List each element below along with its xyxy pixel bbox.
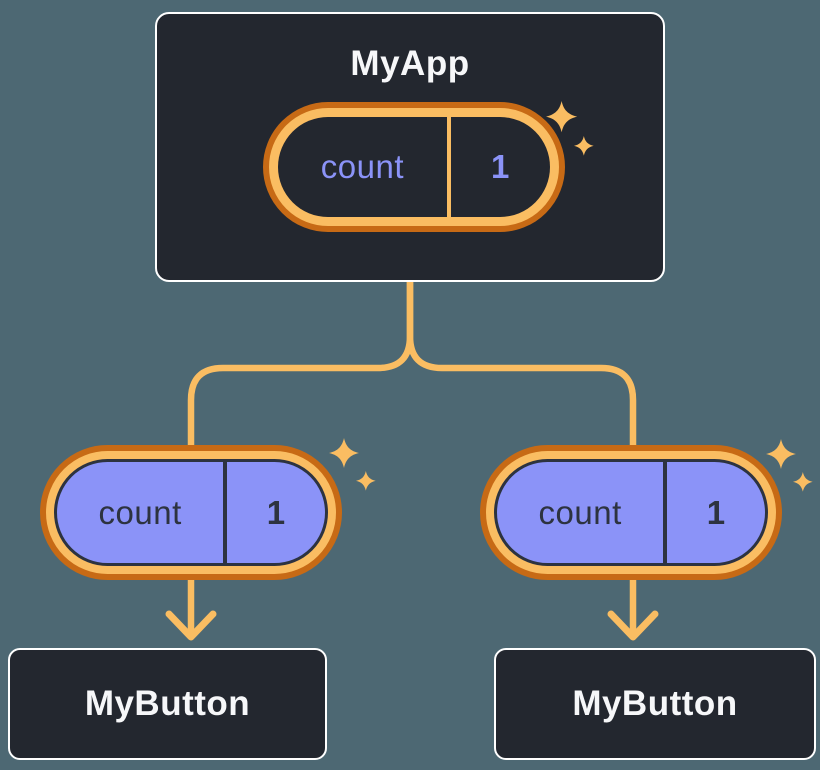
sparkle-icon <box>766 439 813 492</box>
state-pill: count 1 <box>263 102 565 232</box>
branch-right-line <box>406 278 637 456</box>
state-pill-label: count <box>320 148 405 185</box>
root-component-name: MyApp <box>350 44 470 83</box>
child-component-node-left: MyButton <box>8 648 327 760</box>
child-component-name-left: MyButton <box>84 684 251 723</box>
child-component-name-right: MyButton <box>572 684 738 723</box>
sparkle-icon <box>546 101 594 156</box>
state-pill-value: 1 <box>446 117 550 217</box>
props-pill-left-body: count 1 <box>54 459 328 566</box>
props-pill-left-label: count <box>98 493 182 531</box>
state-pill-body: count 1 <box>278 117 550 217</box>
child-component-node-right: MyButton <box>494 648 816 760</box>
props-pill-right-value: 1 <box>663 462 765 563</box>
props-pill-right-label: count <box>538 493 622 531</box>
props-pill-left-value: 1 <box>223 462 325 563</box>
arrow-left-head <box>165 610 217 641</box>
branch-left-line <box>187 278 414 456</box>
props-pill-left: count 1 <box>40 445 342 580</box>
sparkle-icon <box>329 438 376 491</box>
props-pill-right-body: count 1 <box>494 459 768 566</box>
props-pill-right: count 1 <box>480 445 782 580</box>
arrow-right-head <box>607 610 659 641</box>
